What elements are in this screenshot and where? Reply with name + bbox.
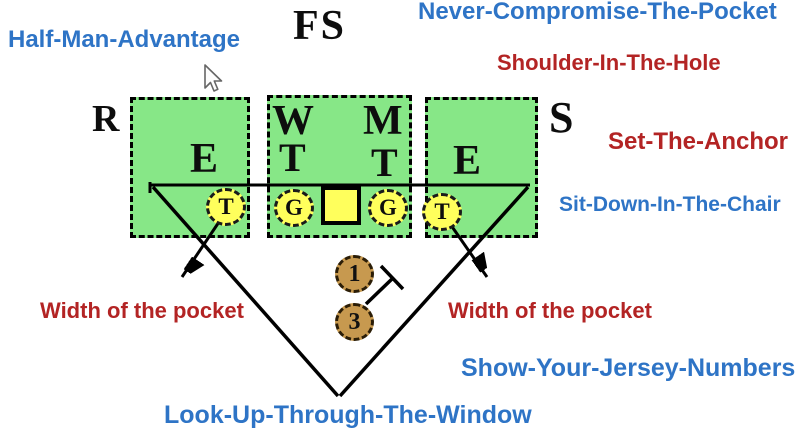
left-tackle-circle: T — [206, 188, 246, 226]
rover-label: R — [92, 98, 120, 140]
dt-right-label: T — [371, 140, 398, 185]
phrase-width-of-the-pocket-left: Width of the pocket — [40, 298, 244, 323]
center-square — [321, 186, 361, 225]
right-tackle-circle: T — [422, 193, 462, 231]
sam-label: S — [549, 93, 574, 142]
mouse-cursor-icon — [204, 64, 223, 92]
dt-left-label: T — [279, 135, 306, 180]
runningback-circle: 3 — [335, 303, 374, 341]
will-label: W — [272, 98, 314, 144]
phrase-width-of-the-pocket-right: Width of the pocket — [448, 298, 652, 323]
mike-label: M — [363, 98, 403, 144]
pocket-right-edge-line — [338, 185, 530, 398]
phrase-set-the-anchor: Set-The-Anchor — [608, 128, 788, 155]
pocket-left-edge-line — [151, 185, 340, 398]
phrase-sit-down-in-the-chair: Sit-Down-In-The-Chair — [559, 193, 781, 216]
de-right-label: E — [453, 138, 482, 184]
qb-block-symbol-stem — [364, 276, 395, 306]
qb-block-symbol-cap — [379, 264, 405, 291]
left-guard-circle: G — [274, 189, 314, 227]
right-guard-circle: G — [368, 189, 408, 227]
free-safety-label: FS — [293, 3, 347, 49]
phrase-look-up-through-the-window: Look-Up-Through-The-Window — [164, 401, 532, 429]
phrase-half-man-advantage: Half-Man-Advantage — [8, 26, 241, 53]
phrase-show-your-jersey-numbers: Show-Your-Jersey-Numbers — [461, 354, 796, 382]
de-left-label: E — [190, 136, 219, 182]
phrase-never-compromise-the-pocket: Never-Compromise-The-Pocket — [418, 0, 777, 25]
quarterback-circle: 1 — [335, 255, 374, 293]
phrase-shoulder-in-the-hole: Shoulder-In-The-Hole — [497, 50, 721, 75]
